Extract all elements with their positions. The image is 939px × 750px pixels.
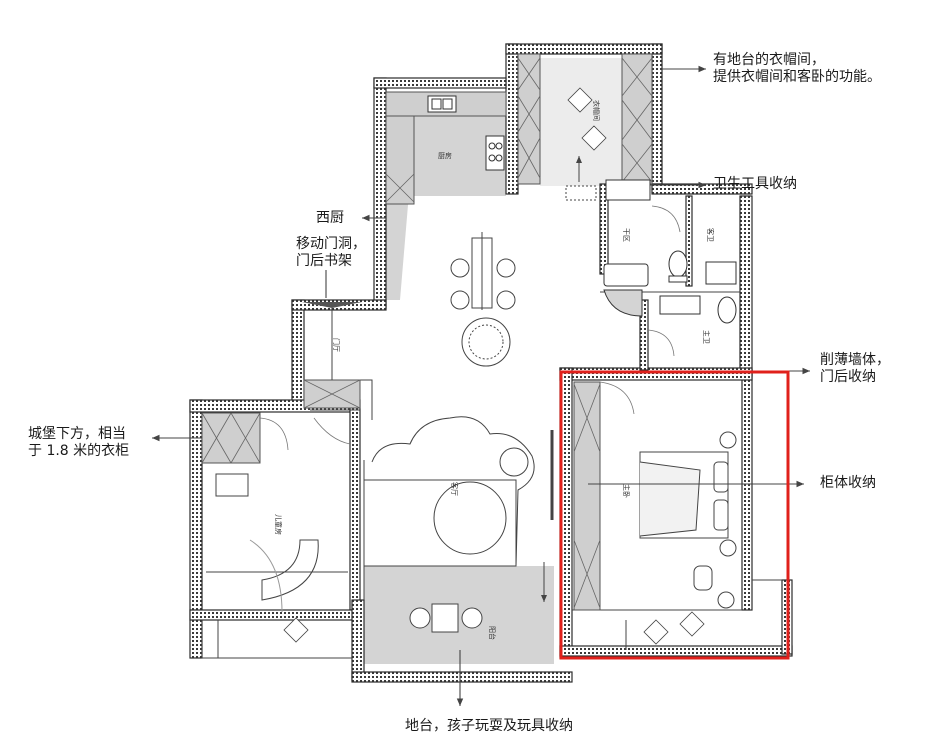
callout-sanitary-storage: 卫生工具收纳 bbox=[713, 176, 797, 193]
room-label-dry-zone: 干区 bbox=[622, 228, 630, 242]
room-label-living-room: 客厅 bbox=[450, 482, 459, 496]
callout-movable-door-line2: 门后书架 bbox=[296, 253, 352, 269]
callout-thinned-wall: 削薄墙体， 门后收纳 bbox=[820, 352, 890, 386]
door-swings bbox=[259, 205, 681, 451]
room-label-cloakroom: 衣帽间 bbox=[592, 100, 601, 121]
kids-furniture bbox=[206, 473, 348, 613]
cloak-step-arrow bbox=[565, 156, 597, 201]
room-label-guest-bath: 客卫 bbox=[706, 228, 715, 242]
cabinet-crosses bbox=[201, 57, 653, 609]
balcony-fill bbox=[364, 566, 554, 664]
callout-cloakroom-line1: 有地台的衣帽间， bbox=[713, 52, 825, 68]
room-label-master-bedroom: 主卧 bbox=[622, 484, 631, 498]
highlight-box bbox=[559, 370, 790, 660]
callout-balcony-platform-text: 地台，孩子玩耍及玩具收纳 bbox=[405, 718, 573, 734]
cloak-platform-fill bbox=[540, 58, 622, 186]
master-bed bbox=[639, 431, 737, 609]
callout-movable-door: 移动门洞， 门后书架 bbox=[296, 236, 366, 270]
walls bbox=[189, 43, 793, 683]
kitchen-counter-fill bbox=[386, 92, 506, 300]
callout-balcony-platform: 地台，孩子玩耍及玩具收纳 bbox=[405, 718, 573, 735]
room-label-kids-room: 儿童房 bbox=[274, 514, 283, 535]
callout-sanitary-storage-text: 卫生工具收纳 bbox=[713, 176, 797, 192]
callout-castle-wardrobe-line1: 城堡下方，相当 bbox=[28, 426, 126, 442]
dining-set bbox=[450, 232, 516, 367]
room-label-foyer: 门厅 bbox=[332, 338, 341, 352]
cushions bbox=[283, 87, 705, 645]
room-label-master-bath: 主卫 bbox=[702, 330, 711, 344]
callout-thinned-wall-line2: 门后收纳 bbox=[820, 369, 876, 385]
living-furniture bbox=[371, 416, 554, 567]
bath-fixtures bbox=[603, 179, 737, 324]
callout-cabinet-storage: 柜体收纳 bbox=[820, 475, 876, 492]
callout-thinned-wall-line1: 削薄墙体， bbox=[820, 352, 890, 368]
callout-movable-door-line1: 移动门洞， bbox=[296, 236, 366, 252]
movable-door-marker bbox=[302, 302, 362, 308]
room-label-balcony: 阳台 bbox=[488, 626, 497, 640]
callout-cloakroom-line2: 提供衣帽间和客卧的功能。 bbox=[713, 69, 881, 85]
callout-castle-wardrobe-line2: 于 1.8 米的衣柜 bbox=[28, 443, 130, 459]
callout-cloakroom: 有地台的衣帽间， 提供衣帽间和客卧的功能。 bbox=[713, 52, 881, 86]
callout-castle-wardrobe: 城堡下方，相当 于 1.8 米的衣柜 bbox=[28, 426, 129, 460]
floor-fills bbox=[202, 58, 622, 664]
balcony-table bbox=[409, 603, 483, 633]
kitchen-fixtures bbox=[427, 95, 505, 171]
room-labels: 厨房 衣帽间 干区 客卫 主卫 门厅 儿童房 客厅 主卧 阳台 bbox=[274, 100, 715, 640]
callout-cabinet-storage-text: 柜体收纳 bbox=[820, 475, 876, 491]
callout-western-kitchen-text: 西厨 bbox=[316, 210, 344, 226]
room-label-kitchen: 厨房 bbox=[438, 151, 452, 160]
callout-western-kitchen: 西厨 bbox=[316, 210, 344, 227]
